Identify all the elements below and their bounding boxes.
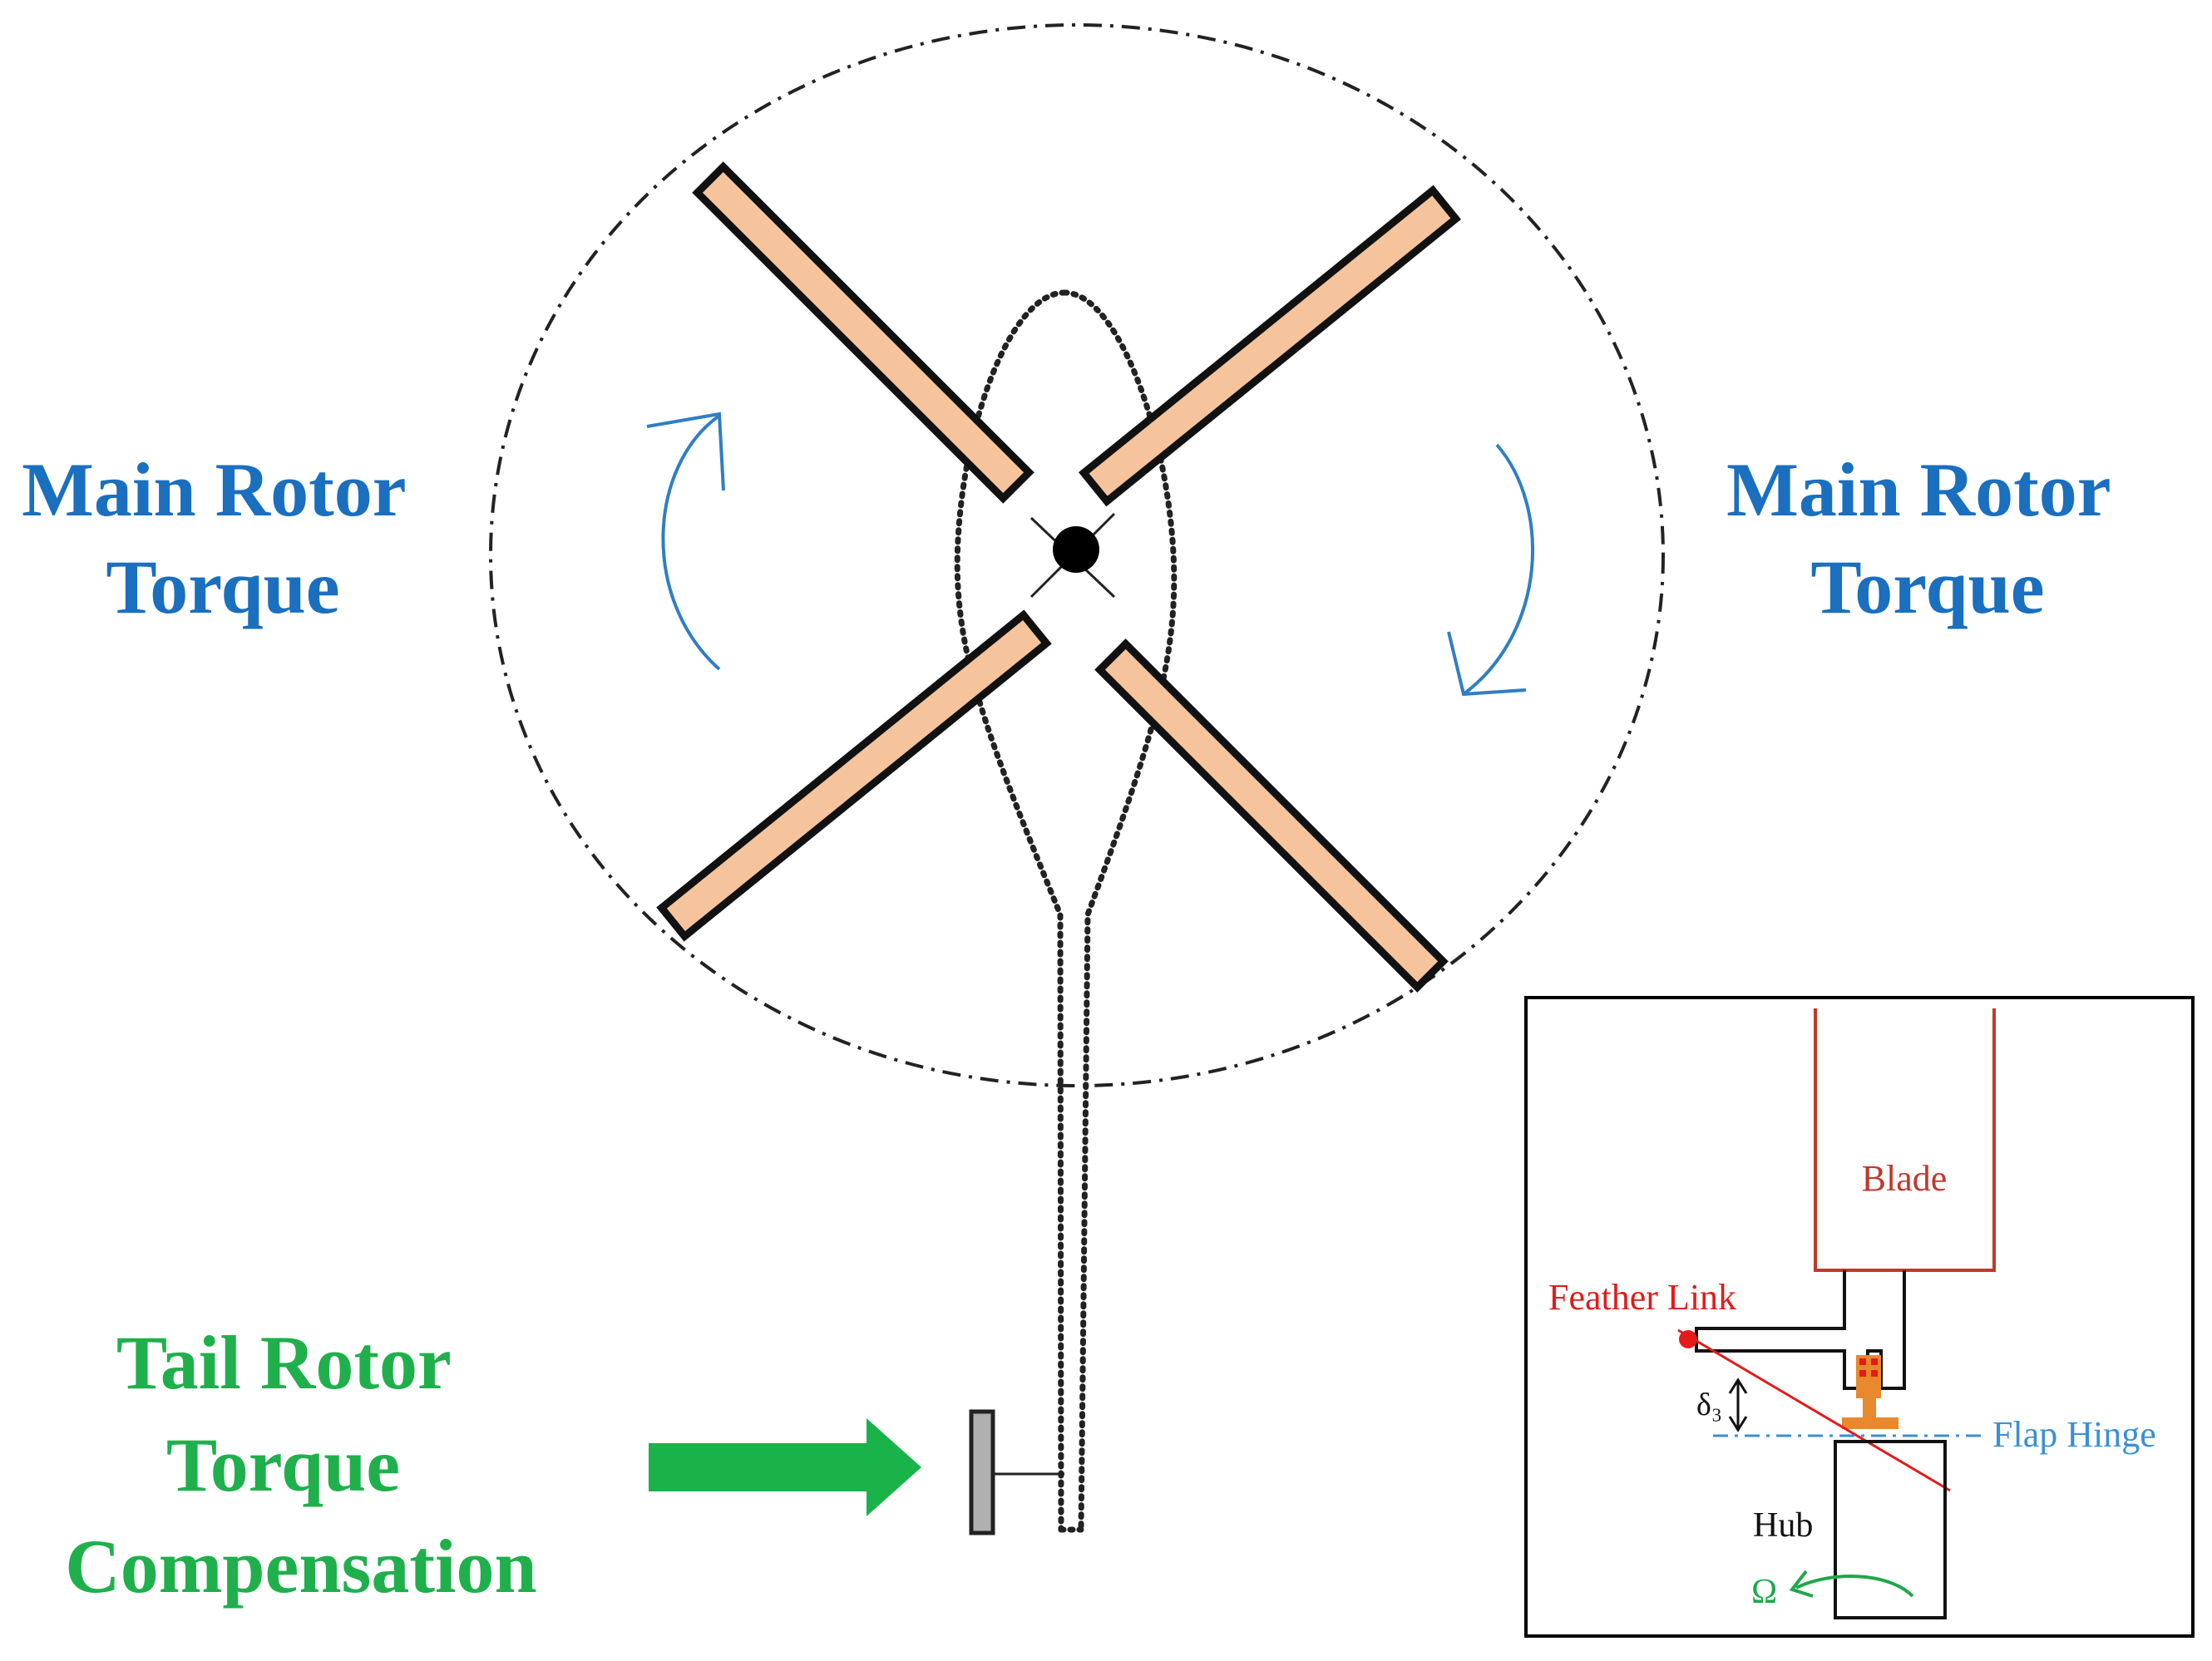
rotation-arrow-left-head-icon (646, 412, 725, 491)
omega-label: Ω (1751, 1573, 1777, 1611)
rotor-blade-upper-left (692, 161, 1034, 504)
tail-rotor-thrust-arrow-icon (649, 1418, 921, 1516)
delta3-arrow-down-icon (1728, 1416, 1748, 1432)
feather-link-label: Feather Link (1548, 1277, 1736, 1318)
inset-hinge-plate (1842, 1417, 1898, 1429)
rotation-arrow-left-icon (661, 414, 721, 671)
rotor-blade-lower-left (656, 609, 1052, 942)
main-rotor-torque-right-label: Main Rotor Torque (1726, 447, 2129, 629)
inset-frame (1524, 996, 2195, 1638)
main-rotor-torque-left-label: Main Rotor Torque (22, 447, 424, 629)
fuselage-outline (954, 289, 1178, 1533)
inset-hub (1834, 1440, 1947, 1619)
tail-rotor (969, 1409, 995, 1535)
rotor-blade-upper-right (1078, 185, 1462, 507)
rotor-hub (1053, 526, 1099, 573)
delta3-label: δ₃ (1696, 1387, 1722, 1422)
flap-hinge-inset: Blade Feather Link δ₃ Flap Hinge Hub (1524, 996, 2195, 1638)
rotation-arrow-right-head-icon (1447, 631, 1527, 697)
feather-link-line (1677, 1328, 1951, 1492)
rotor-blades (656, 161, 1462, 993)
omega-rotation-arrow-head-icon (1789, 1570, 1814, 1598)
tail-rotor-torque-label: Tail Rotor Torque Compensation (65, 1320, 536, 1609)
flap-hinge-label: Flap Hinge (1992, 1414, 2156, 1455)
rotor-disk-boundary (489, 23, 1665, 1087)
omega-rotation-arrow-icon (1795, 1575, 1914, 1598)
rotor-blade-lower-right (1094, 638, 1449, 993)
delta3-arrow-up-icon (1728, 1378, 1748, 1394)
inset-hinge-pins (1859, 1358, 1878, 1377)
inset-hub-label: Hub (1753, 1506, 1813, 1545)
inset-hinge-stem (1863, 1380, 1876, 1422)
rotation-arrow-right-icon (1462, 443, 1534, 696)
inset-blade-label: Blade (1862, 1158, 1948, 1199)
